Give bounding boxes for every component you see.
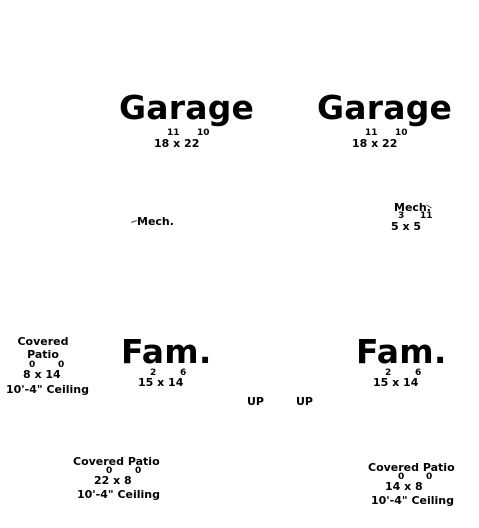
patio-bottom-right-sup-right: 0: [426, 472, 433, 482]
patio-left-top-dimensions: 8 x 14: [23, 368, 61, 381]
room-label-fam-left: Fam.: [121, 332, 212, 371]
patio-left-top-line1: Covered: [17, 335, 69, 348]
room-label-garage-left: Garage: [119, 88, 255, 127]
stair-up-label-left: UP: [247, 395, 264, 408]
patio-bottom-left-sup-right: 0: [135, 466, 142, 476]
garage-left-dimensions: 18 x 22: [154, 137, 200, 150]
mech-right-label: Mech.: [394, 201, 431, 214]
patio-left-top-line2: Patio: [27, 348, 59, 361]
garage-right-sup-right: 10: [395, 128, 408, 138]
patio-bottom-right-ceiling: 10'-4" Ceiling: [371, 494, 455, 507]
garage-right-sup-left: 11: [365, 128, 378, 138]
patio-bottom-left-sup-left: 0: [106, 466, 113, 476]
garage-left-sup-right: 10: [197, 128, 210, 138]
fam-right-dimensions: 15 x 14: [373, 376, 419, 389]
fam-right-sup-right: 6: [415, 368, 422, 378]
fam-right-sup-left: 2: [385, 368, 392, 378]
patio-bottom-left-ceiling: 10'-4" Ceiling: [77, 488, 161, 501]
patio-bottom-right-sup-left: 0: [398, 472, 405, 482]
room-label-fam-right: Fam.: [356, 332, 447, 371]
fam-left-sup-right: 6: [180, 368, 187, 378]
patio-left-top-ceiling: 10'-4" Ceiling: [6, 383, 90, 396]
patio-bottom-left-title: Covered Patio: [73, 455, 160, 468]
mech-left-label: Mech.: [137, 215, 174, 228]
mech-right-dimensions: 5 x 5: [391, 220, 422, 233]
room-label-garage-right: Garage: [317, 88, 453, 127]
garage-right-dimensions: 18 x 22: [352, 137, 398, 150]
patio-bottom-right-title: Covered Patio: [368, 461, 455, 474]
mech-right-sup-left: 3: [398, 211, 405, 221]
mech-right-sup-right: 11: [420, 211, 433, 221]
garage-left-sup-left: 11: [167, 128, 180, 138]
patio-bottom-right-dimensions: 14 x 8: [385, 480, 423, 493]
fam-left-sup-left: 2: [150, 368, 157, 378]
patio-bottom-left-dimensions: 22 x 8: [94, 474, 132, 487]
patio-left-top-sup-right: 0: [58, 360, 65, 370]
stair-up-label-right: UP: [296, 395, 313, 408]
fam-left-dimensions: 15 x 14: [138, 376, 184, 389]
patio-left-top-sup-left: 0: [29, 360, 36, 370]
